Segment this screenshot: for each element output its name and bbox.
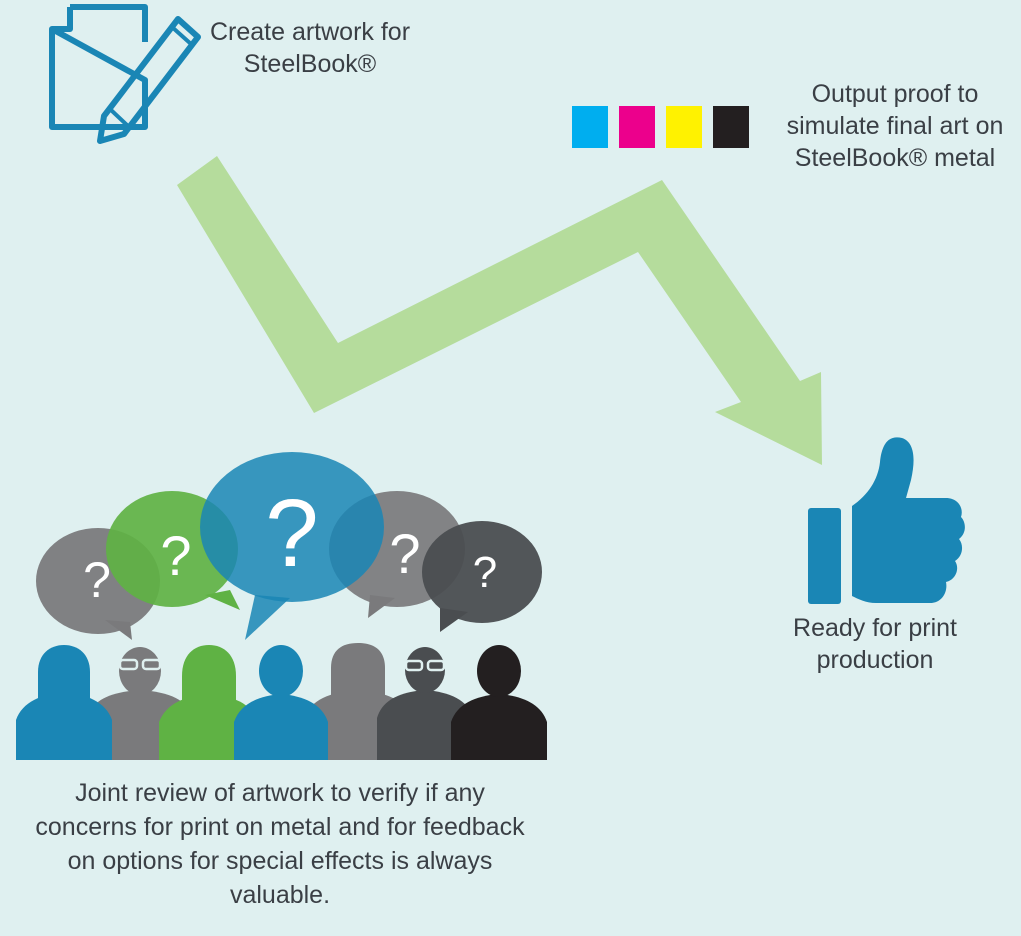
- person-darkgray-glasses: [377, 647, 473, 760]
- black-swatch: [713, 106, 749, 148]
- step-ready-label: Ready for print production: [793, 614, 957, 674]
- step-review-label: Joint review of artwork to verify if any…: [35, 779, 525, 909]
- speech-bubble-dark: [422, 521, 542, 632]
- step-proof-label: Output proof to simulate final art on St…: [786, 80, 1004, 172]
- question-mark: ?: [265, 480, 318, 587]
- magenta-swatch: [619, 106, 655, 148]
- question-mark: ?: [83, 552, 111, 608]
- person-green-woman: [159, 645, 258, 760]
- step-create-label: Create artwork for SteelBook®: [209, 18, 411, 78]
- yellow-swatch: [666, 106, 702, 148]
- person-blue-man: [234, 645, 328, 760]
- question-mark: ?: [473, 548, 497, 597]
- flow-arrow-shape: [177, 156, 822, 465]
- question-mark: ?: [160, 524, 191, 587]
- question-mark: ?: [389, 522, 420, 585]
- speech-bubble-blue: [200, 452, 384, 640]
- person-blue-woman: [16, 645, 112, 760]
- person-black-man: [451, 645, 547, 760]
- cyan-swatch: [572, 106, 608, 148]
